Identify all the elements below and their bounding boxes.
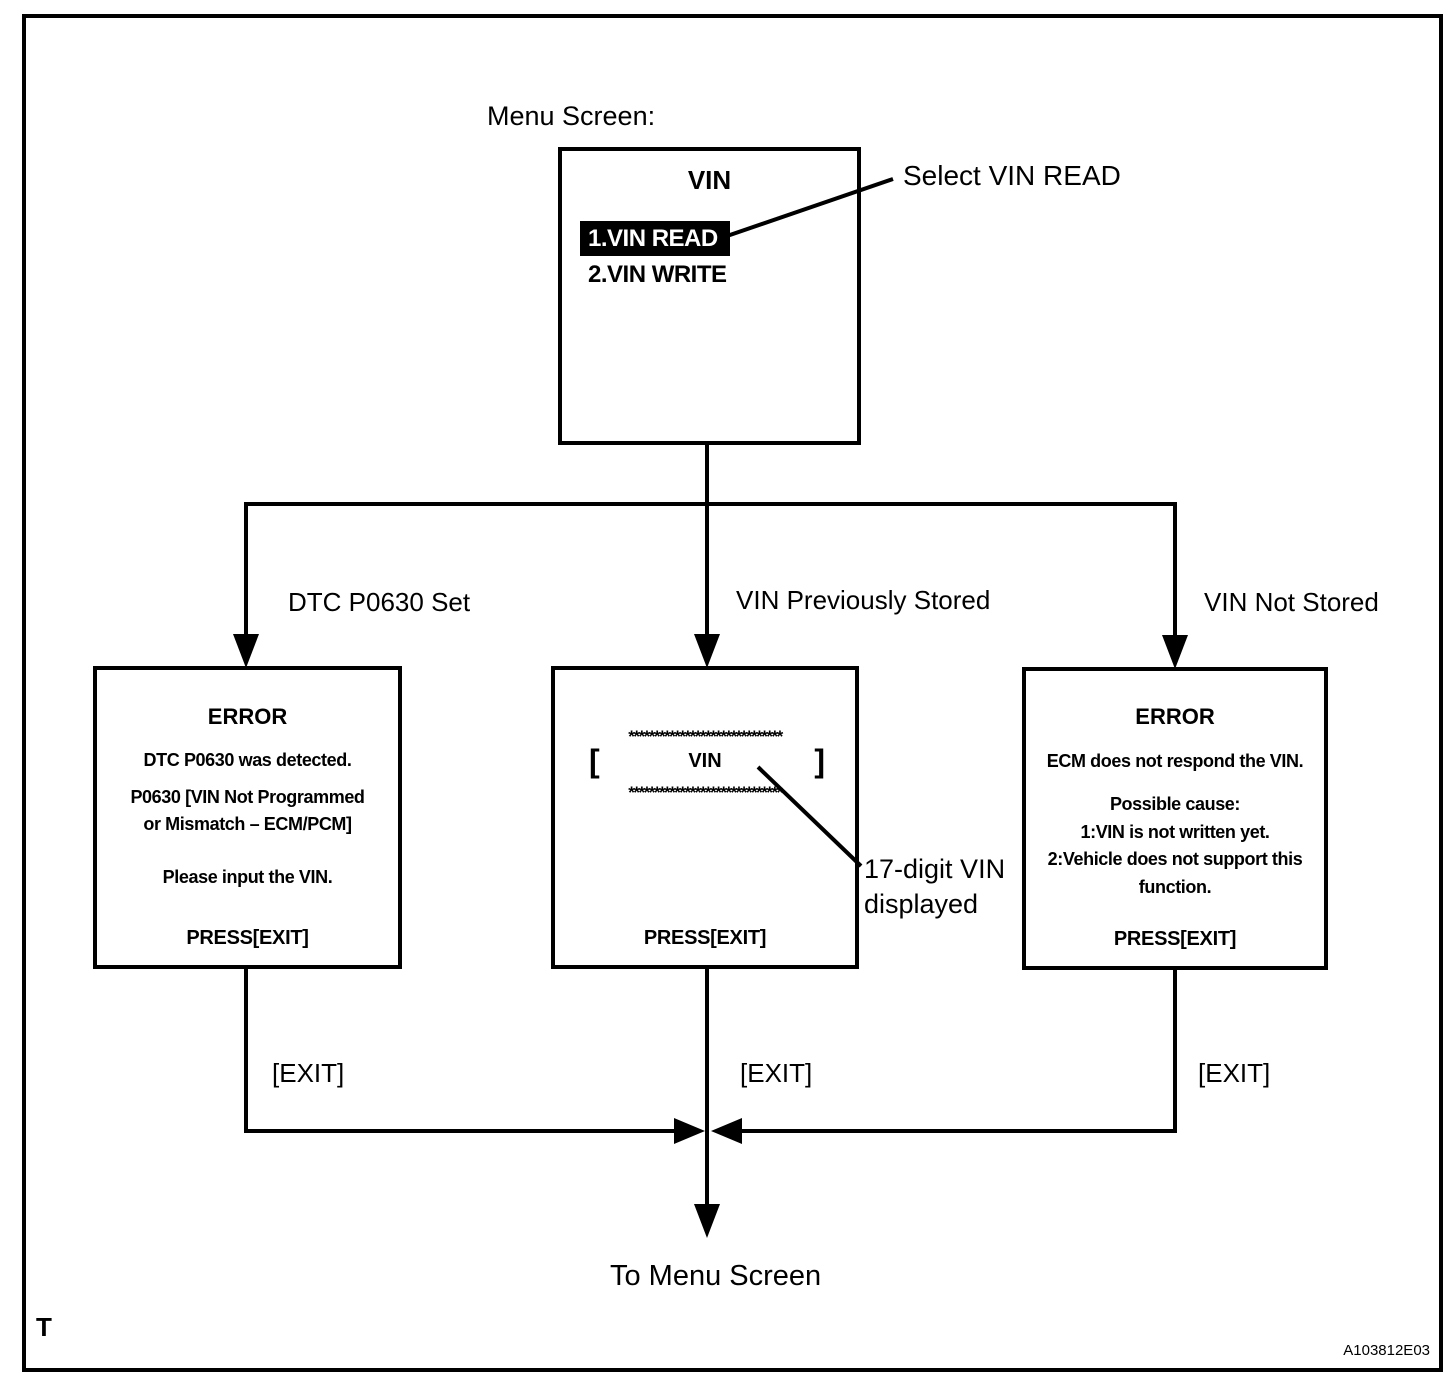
callout-17-digit-vin: 17-digit VIN displayed [864, 852, 1005, 922]
vin-bracket-row: [ VIN ] [555, 742, 855, 780]
press-exit-label: PRESS[EXIT] [643, 927, 767, 949]
error-title: ERROR [207, 704, 288, 729]
error-box-ecm: ERROR ECM does not respond the VIN. Poss… [1022, 667, 1328, 970]
callout-line: displayed [864, 889, 979, 919]
vin-mask-row-top: ****************************** [628, 727, 783, 746]
error-line: function. [1138, 877, 1212, 897]
vin-bracket-open: [ [589, 743, 600, 779]
error-title: ERROR [1135, 704, 1215, 729]
select-vin-read-label: Select VIN READ [903, 160, 1121, 191]
vin-label: VIN [688, 750, 722, 772]
branch-label-vin-previously-stored: VIN Previously Stored [736, 585, 991, 615]
exit-label-left: [EXIT] [272, 1058, 345, 1088]
exit-label-middle: [EXIT] [740, 1058, 813, 1088]
menu-screen-label: Menu Screen: [487, 101, 656, 131]
menu-item-vin-write: 2.VIN WRITE [588, 261, 727, 288]
menu-box-title: VIN [687, 165, 732, 195]
vin-display-box: ****************************** [ VIN ] *… [551, 666, 859, 969]
footer-letter: T [36, 1312, 52, 1342]
error-line: Possible cause: [1109, 794, 1241, 814]
callout-line: 17-digit VIN [864, 854, 1006, 884]
press-exit-label: PRESS[EXIT] [186, 927, 309, 949]
error-box-dtc: ERROR DTC P0630 was detected. P0630 [VIN… [93, 666, 402, 969]
error-line: ECM does not respond the VIN. [1046, 751, 1304, 771]
branch-label-dtc-p0630-set: DTC P0630 Set [288, 587, 471, 617]
branch-label-vin-not-stored: VIN Not Stored [1204, 587, 1379, 617]
menu-item-vin-read: 1.VIN READ [580, 221, 730, 256]
vin-mask-row-bottom: ****************************** [628, 783, 783, 802]
exit-label-right: [EXIT] [1198, 1058, 1271, 1088]
figure-id: A103812E03 [1343, 1342, 1430, 1359]
to-menu-screen-label: To Menu Screen [610, 1260, 822, 1292]
vin-bracket-close: ] [814, 743, 825, 779]
press-exit-label: PRESS[EXIT] [1113, 928, 1237, 950]
error-line: DTC P0630 was detected. [143, 750, 352, 770]
error-line: or Mismatch – ECM/PCM] [143, 814, 352, 834]
menu-screen-box: VIN 1.VIN READ 2.VIN WRITE [558, 147, 861, 445]
error-line: 1:VIN is not written yet. [1080, 822, 1270, 842]
error-line: 2:Vehicle does not support this [1047, 849, 1303, 869]
error-line: Please input the VIN. [162, 867, 333, 887]
error-line: P0630 [VIN Not Programmed [130, 787, 365, 807]
